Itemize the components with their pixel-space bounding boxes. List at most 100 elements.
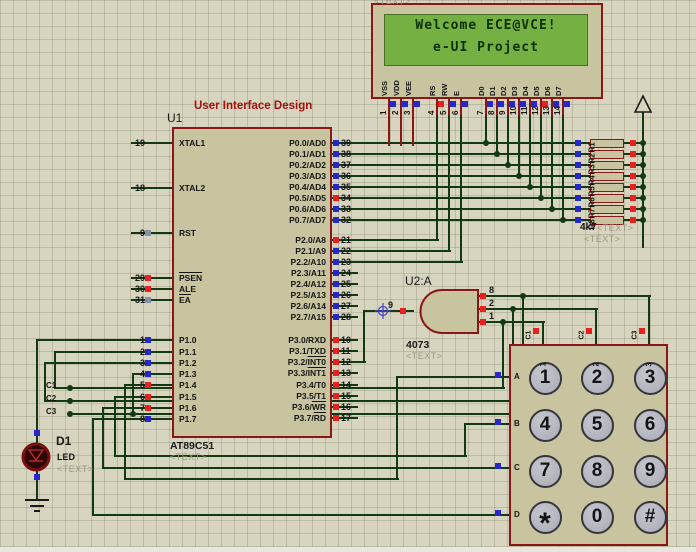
mcu-pin-number: 37 <box>341 160 352 170</box>
mcu-pin-number: 39 <box>341 138 352 148</box>
lcd-pin-number: 14 <box>553 106 562 115</box>
lcd-screen: Welcome ECE@VCE! e-UI Project <box>384 14 588 66</box>
resistor-body[interactable] <box>590 172 624 181</box>
wire-segment <box>125 478 399 480</box>
keypad-key-6[interactable]: 6 <box>633 408 667 442</box>
keypad-key-glyph: 6 <box>644 414 656 435</box>
keypad-key-4[interactable]: 4 <box>528 408 562 442</box>
keypad-row-label: A <box>514 372 520 381</box>
mcu-pin-name: P1.2 <box>179 358 197 368</box>
resistor-body[interactable] <box>590 139 624 148</box>
pin-state-indicator <box>333 404 339 410</box>
lcd-pin-number: 10 <box>509 106 518 115</box>
wire-segment <box>330 417 358 419</box>
led-symbol[interactable] <box>21 442 51 472</box>
mcu-pin-number: 24 <box>341 268 352 278</box>
wire-segment <box>55 351 175 353</box>
pin-state-indicator <box>639 328 645 334</box>
lcd-pin-label: D1 <box>488 86 497 96</box>
pin-state-indicator <box>630 151 636 157</box>
resistor-body[interactable] <box>590 161 624 170</box>
wire-segment <box>529 113 531 188</box>
pin-state-indicator <box>333 237 339 243</box>
junction-dot <box>130 411 136 417</box>
lcd-line-1: Welcome ECE@VCE! <box>415 18 557 33</box>
pin-state-indicator <box>145 286 151 292</box>
pin-state-indicator <box>333 151 339 157</box>
pin-state-indicator <box>145 405 151 411</box>
junction-dot <box>549 206 555 212</box>
pin-state-indicator <box>145 349 151 355</box>
led-note: <TEXT> <box>57 464 94 474</box>
mcu-pin-number: 31 <box>134 295 145 305</box>
mcu-pin-number: 17 <box>341 413 352 423</box>
lcd-pin-number: 1 <box>379 110 388 115</box>
keypad-key-glyph: 0 <box>591 506 603 527</box>
wire-segment <box>131 187 175 189</box>
gate-note: <TEXT> <box>406 351 443 361</box>
pin-state-indicator <box>520 101 526 107</box>
lcd-pin-stub <box>485 98 487 115</box>
keypad-key-3[interactable]: 3 <box>633 361 667 395</box>
wire-segment <box>132 373 134 415</box>
wire-segment <box>330 406 358 408</box>
mcu-pin-name: ALE <box>179 284 196 294</box>
resistor-body[interactable] <box>590 216 624 225</box>
pin-state-indicator <box>630 140 636 146</box>
pin-state-indicator <box>333 382 339 388</box>
wire-segment <box>36 339 38 446</box>
keypad-key-5[interactable]: 5 <box>580 408 614 442</box>
resistor-body[interactable] <box>590 194 624 203</box>
resistor-body[interactable] <box>590 205 624 214</box>
lcd-pin-stub <box>518 98 520 115</box>
lcd-pin-label: VDD <box>392 80 401 96</box>
pin-state-indicator <box>575 173 581 179</box>
pin-state-indicator <box>333 415 339 421</box>
wire-segment <box>330 316 358 318</box>
mcu-pin-name: P3.2/INT0 <box>287 357 326 367</box>
pin-state-indicator <box>533 328 539 334</box>
wire-segment <box>465 423 512 425</box>
pin-state-indicator <box>630 217 636 223</box>
junction-dot <box>640 217 646 223</box>
junction-dot <box>67 398 73 404</box>
pin-state-indicator <box>145 394 151 400</box>
keypad-key-hash[interactable]: # <box>633 500 667 534</box>
lcd-pin-label: RS <box>428 85 437 96</box>
junction-dot <box>67 411 73 417</box>
keypad-key-0[interactable]: 0 <box>580 500 614 534</box>
wire-segment <box>93 418 175 420</box>
wire-segment <box>330 239 439 241</box>
mcu-pin-number: 14 <box>341 380 352 390</box>
keypad-key-7[interactable]: 7 <box>528 454 562 488</box>
keypad-terminal-label: C3 <box>631 330 639 340</box>
keypad-key-8[interactable]: 8 <box>580 454 614 488</box>
mcu-body[interactable] <box>172 127 332 438</box>
wire-segment <box>518 113 520 177</box>
wire-segment <box>54 351 56 389</box>
pin-state-indicator <box>450 101 456 107</box>
pin-state-indicator <box>480 306 486 312</box>
mcu-ref: U1 <box>167 111 183 125</box>
pin-state-indicator <box>333 173 339 179</box>
keypad-key-9[interactable]: 9 <box>633 454 667 488</box>
keypad-key-2[interactable]: 2 <box>580 361 614 395</box>
resistor-body[interactable] <box>590 183 624 192</box>
resistor-body[interactable] <box>590 150 624 159</box>
pin-state-indicator <box>333 337 339 343</box>
mcu-pin-number: 11 <box>341 346 351 356</box>
mcu-note: <TEXT> <box>170 452 207 462</box>
pin-state-indicator <box>480 319 486 325</box>
lcd-pin-label: D4 <box>521 86 530 96</box>
mcu-pin-number: 3 <box>139 358 145 368</box>
junction-dot <box>538 195 544 201</box>
wire-segment <box>115 455 467 457</box>
overline-pin-name: PSEN <box>179 273 203 283</box>
mcu-pin-name: P2.2/A10 <box>290 257 326 267</box>
wire-segment <box>648 295 650 346</box>
and-gate-symbol[interactable] <box>419 289 479 334</box>
keypad-key-star[interactable]: * <box>528 500 562 540</box>
pin-state-indicator <box>630 184 636 190</box>
keypad-key-1[interactable]: 1 <box>528 361 562 395</box>
